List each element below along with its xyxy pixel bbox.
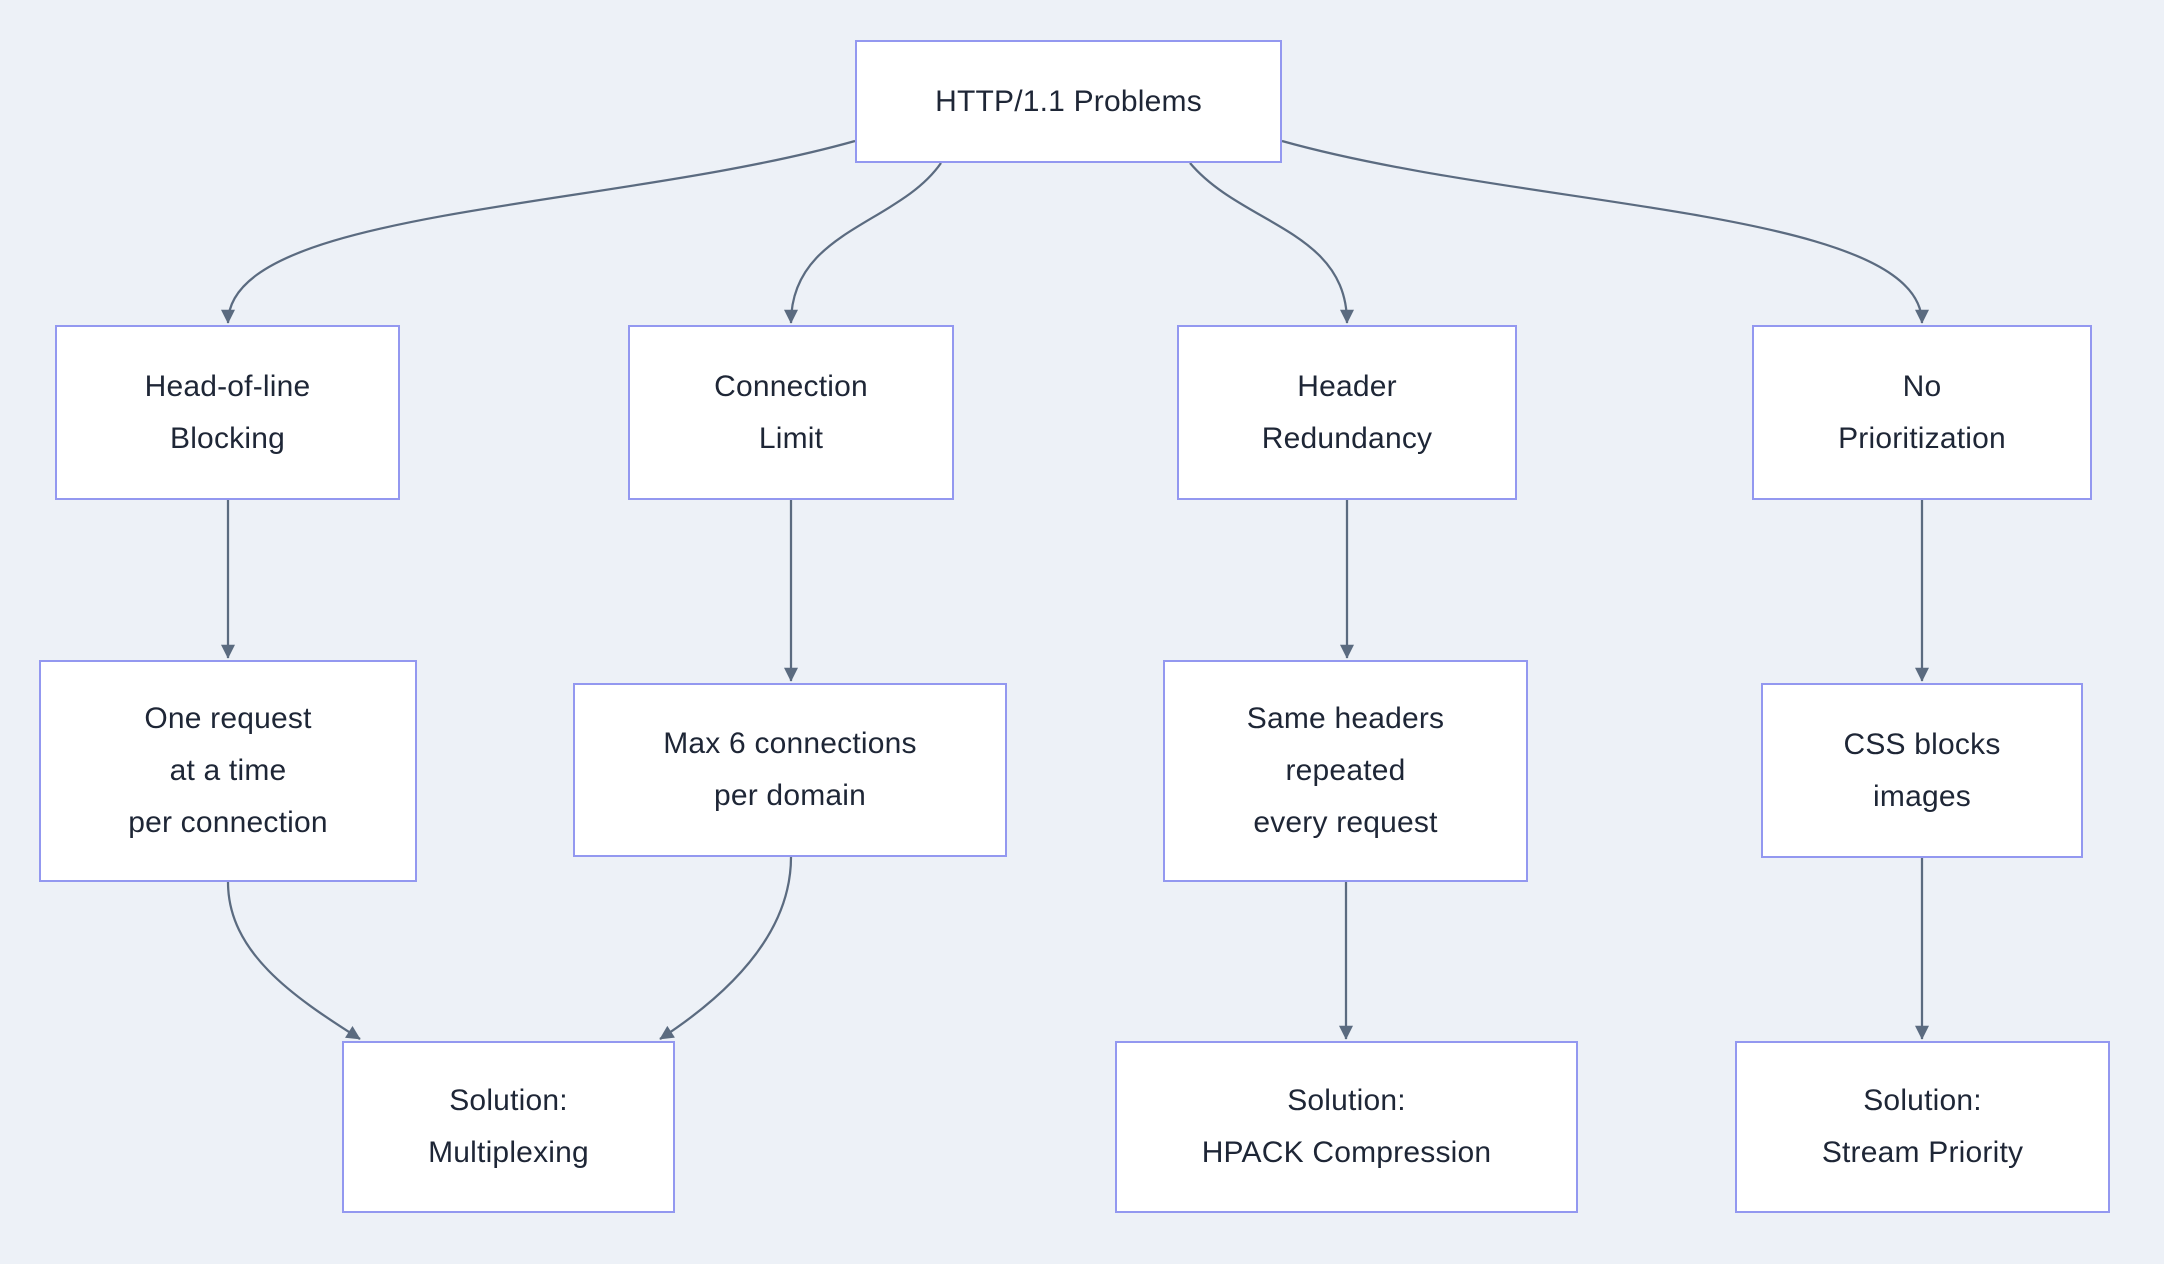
edge-max-6-to-multiplexing — [659, 856, 793, 1040]
node-one-request-per-connection-label: One request at a time per connection — [128, 702, 328, 839]
node-max-6-connections-label: Max 6 connections per domain — [663, 727, 917, 812]
node-head-of-line-blocking-label: Head-of-line Blocking — [144, 369, 311, 455]
node-max-6-connections: Max 6 connections per domain — [573, 683, 1007, 857]
node-solution-multiplexing: Solution: Multiplexing — [342, 1041, 675, 1213]
node-solution-hpack-compression-label: Solution: HPACK Compression — [1201, 1084, 1492, 1169]
node-head-of-line-blocking: Head-of-line Blocking — [55, 325, 400, 500]
node-no-prioritization: No Prioritization — [1752, 325, 2092, 500]
node-solution-multiplexing-label: Solution: Multiplexing — [428, 1084, 589, 1169]
node-connection-limit-label: Connection Limit — [714, 369, 868, 455]
node-css-blocks-images-label: CSS blocks images — [1843, 727, 2001, 813]
edge-problems-to-connection-limit — [784, 162, 942, 324]
node-solution-stream-priority: Solution: Stream Priority — [1735, 1041, 2110, 1213]
node-header-redundancy: Header Redundancy — [1177, 325, 1517, 500]
node-css-blocks-images: CSS blocks images — [1761, 683, 2083, 858]
node-solution-stream-priority-label: Solution: Stream Priority — [1821, 1084, 2024, 1169]
node-one-request-per-connection: One request at a time per connection — [39, 660, 417, 882]
edge-problems-to-header-redundancy — [1189, 162, 1354, 324]
node-header-redundancy-label: Header Redundancy — [1261, 369, 1433, 455]
node-same-headers-repeated-label: Same headers repeated every request — [1246, 702, 1445, 839]
edge-problems-to-head-of-line-blocking — [221, 139, 856, 324]
node-solution-hpack-compression: Solution: HPACK Compression — [1115, 1041, 1578, 1213]
node-connection-limit: Connection Limit — [628, 325, 954, 500]
edge-one-request-to-multiplexing — [226, 881, 361, 1040]
node-http11-problems: HTTP/1.1 Problems — [855, 40, 1282, 163]
node-http11-problems-label: HTTP/1.1 Problems — [935, 84, 1202, 118]
node-no-prioritization-label: No Prioritization — [1838, 369, 2006, 455]
edge-problems-to-no-prioritization — [1281, 139, 1929, 324]
node-same-headers-repeated: Same headers repeated every request — [1163, 660, 1528, 882]
